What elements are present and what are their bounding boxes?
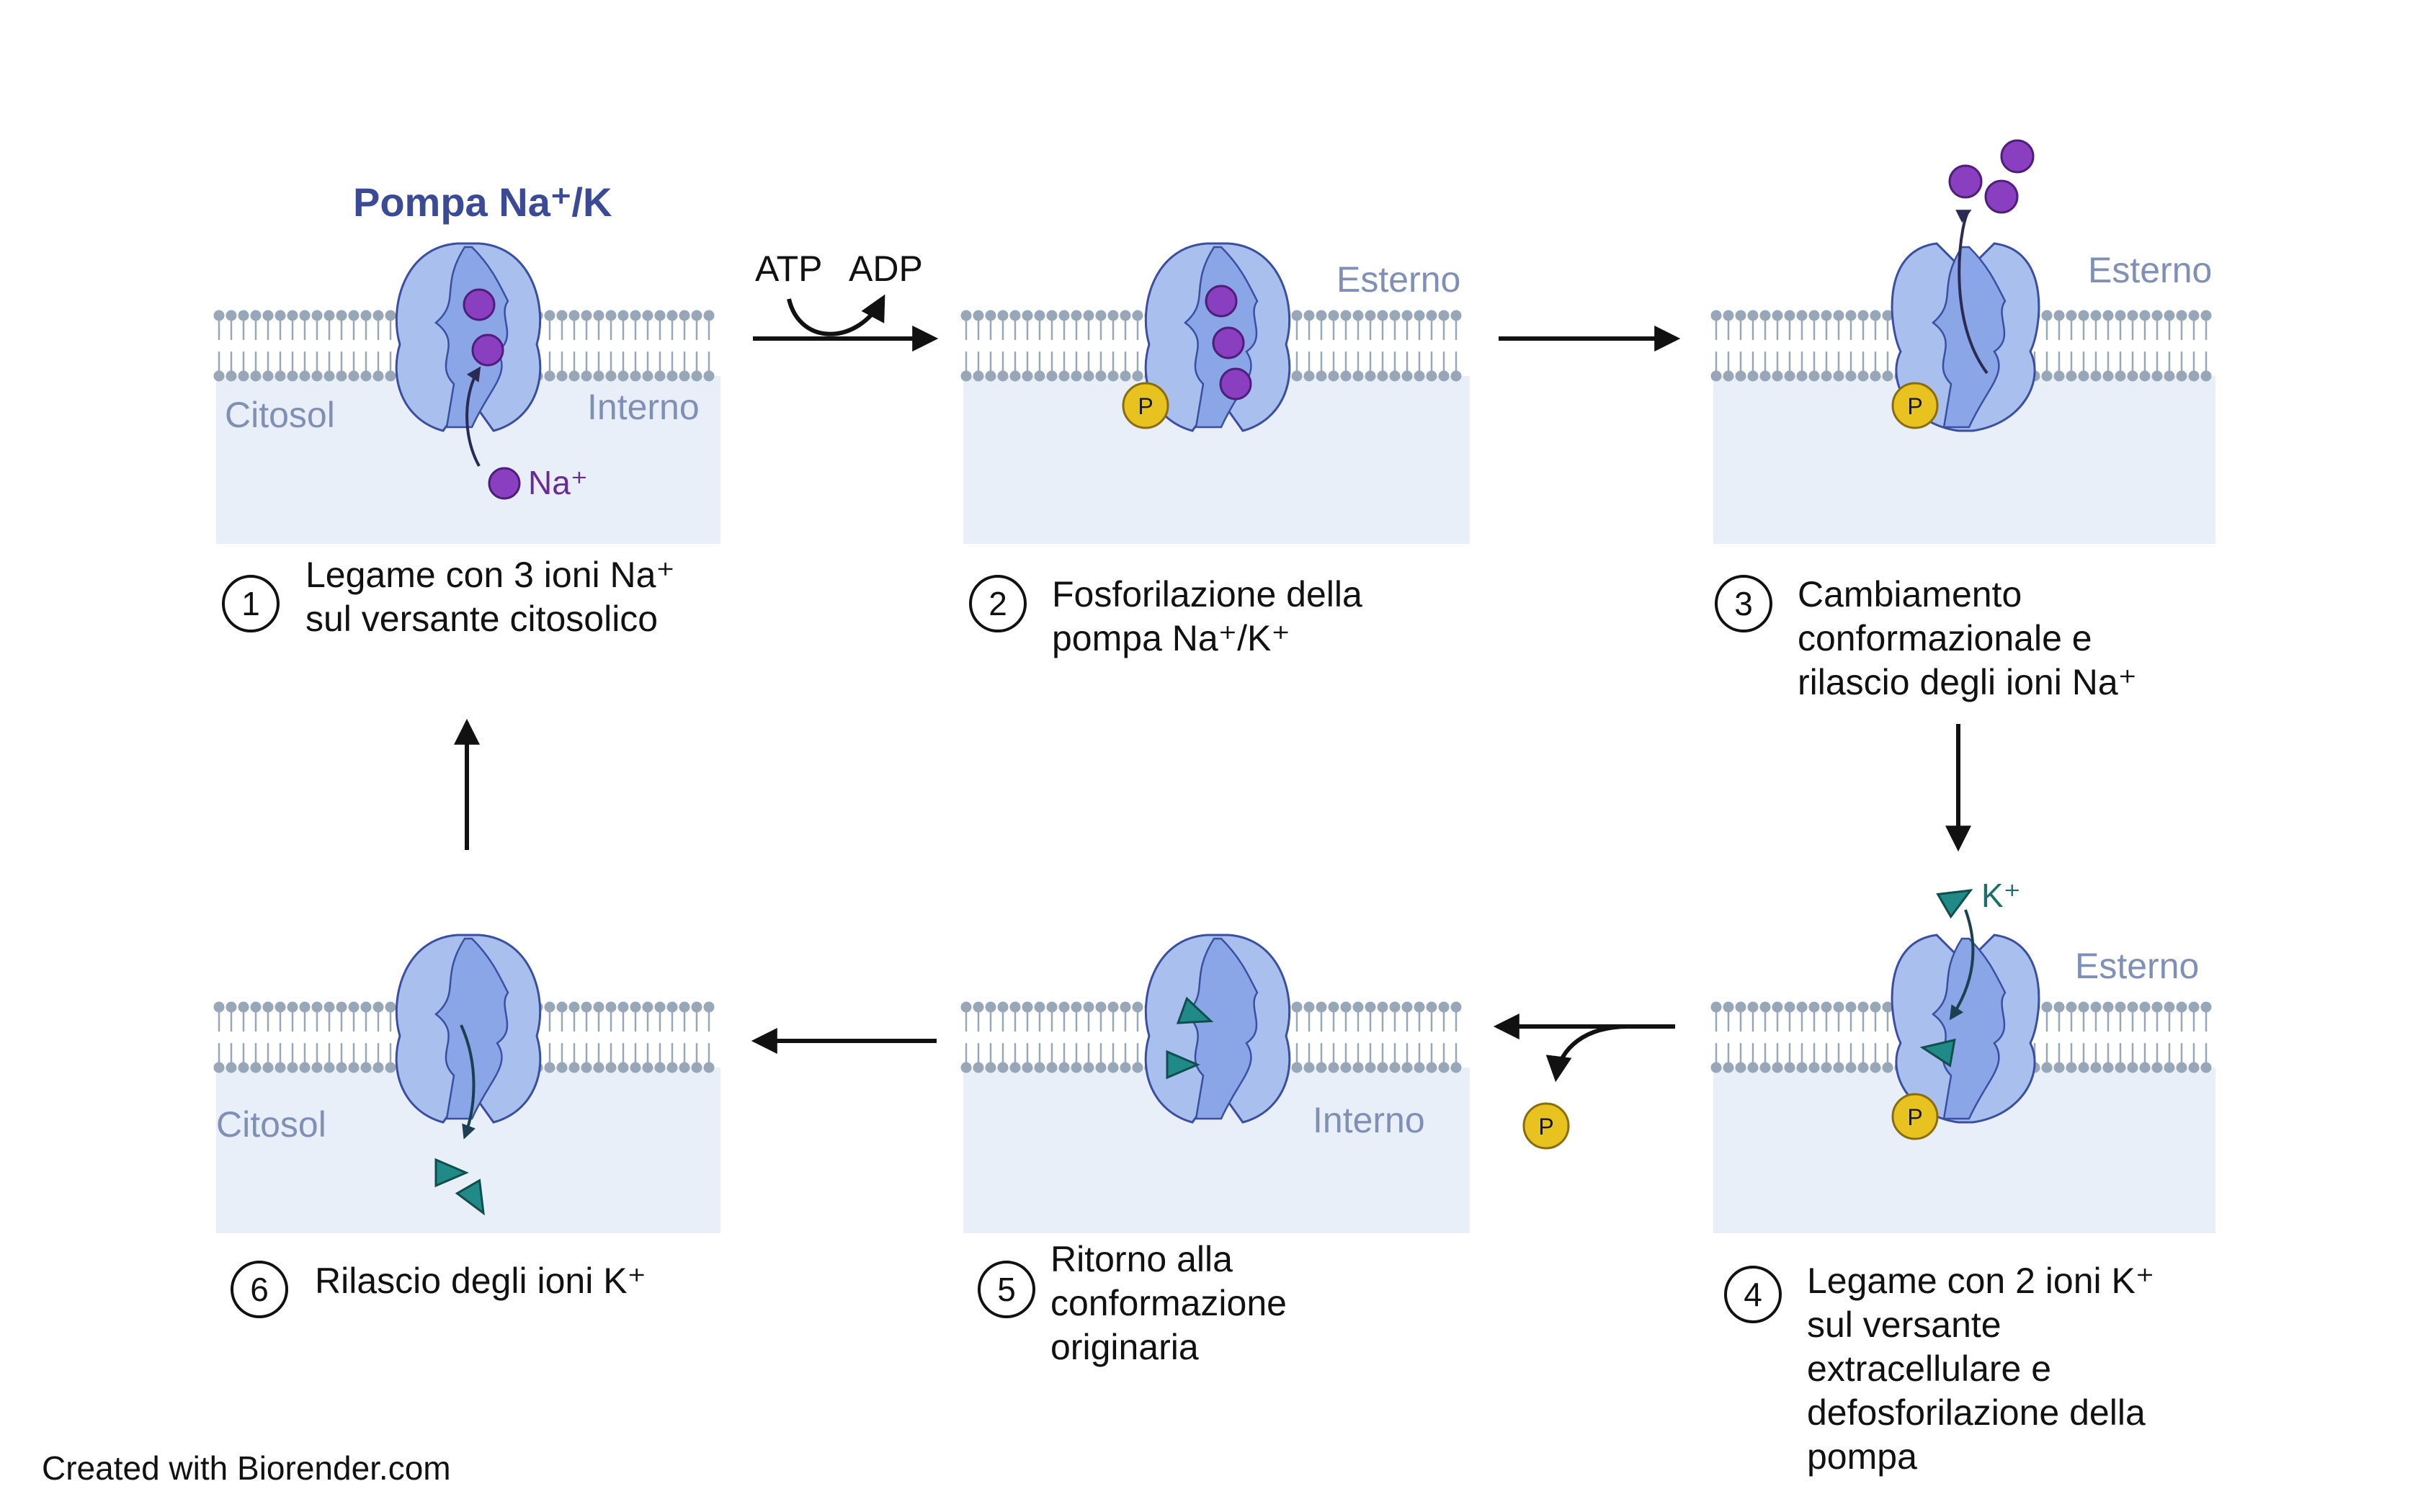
exterior-label: Esterno [1336, 259, 1460, 300]
step-caption-line: Ritorno alla [1050, 1239, 1233, 1279]
atp-to-adp-curved-arrow [787, 294, 885, 336]
atp-label: ATP [755, 249, 823, 289]
diagram-title: Pompa Na⁺/K [353, 179, 612, 225]
step-caption-line: conformazione [1050, 1283, 1287, 1323]
svg-text:P: P [1138, 393, 1153, 419]
step-caption-line: Legame con 2 ioni K⁺ [1807, 1261, 2154, 1301]
step-caption-line: Rilascio degli ioni K⁺ [315, 1261, 646, 1301]
step-6-number-badge [231, 1261, 288, 1318]
step-number: 4 [1744, 1276, 1762, 1313]
biorender-credit: Created with Biorender.com [42, 1449, 451, 1487]
step-caption-line: conformazionale e [1798, 618, 2092, 658]
step-caption-line: Cambiamento [1798, 574, 2022, 614]
step-caption-line: pompa Na⁺/K⁺ [1052, 618, 1290, 658]
step-4-number-badge [1724, 1266, 1782, 1323]
interior-label: Interno [1313, 1100, 1425, 1140]
step-caption-line: sul versante citosolico [305, 599, 658, 639]
svg-text:P: P [1907, 1104, 1922, 1130]
step-caption-line: extracellulare e [1807, 1348, 2051, 1389]
step-caption-line: Legame con 3 ioni Na⁺ [305, 555, 675, 595]
step-number: 3 [1734, 585, 1753, 622]
step-caption-line: Fosforilazione della [1052, 574, 1362, 614]
sodium-ion-label: Na⁺ [528, 464, 588, 501]
adp-label: ADP [849, 249, 923, 289]
released-sodium-ions [1948, 139, 2035, 214]
step-number: 2 [988, 585, 1007, 622]
step-2-number-badge [969, 575, 1027, 632]
step-number: 6 [250, 1271, 269, 1308]
interior-label: Interno [587, 387, 700, 427]
step-5-number-badge [978, 1261, 1035, 1318]
step-5-panel: Interno 5 Ritorno allaconformazioneorigina… [960, 934, 1470, 1367]
potassium-ion-label: K⁺ [1981, 877, 2021, 914]
released-phosphate: P [1522, 1102, 1570, 1150]
step-caption-line: defosforilazione della [1807, 1392, 2146, 1433]
step-number: 5 [997, 1271, 1016, 1308]
phosphate-release-arrow [1545, 1024, 1629, 1083]
step-caption-line: rilascio degli ioni Na⁺ [1798, 662, 2137, 702]
step-caption-line: originaria [1050, 1327, 1199, 1367]
exterior-label: Esterno [2075, 946, 2199, 986]
exterior-label: Esterno [2088, 250, 2212, 290]
cytosol-label: Citosol [216, 1104, 326, 1145]
step-number: 1 [241, 585, 260, 622]
step-6-panel: Citosol 6 Rilascio degli ioni K⁺ [213, 934, 720, 1318]
svg-text:P: P [1538, 1114, 1553, 1140]
step-1-number-badge [222, 575, 280, 632]
step-3-number-badge [1715, 575, 1772, 632]
svg-text:P: P [1907, 393, 1922, 419]
step-caption-line: pompa [1807, 1436, 1917, 1477]
step-4-panel: Esterno K⁺ P 4 Legame con 2 ioni K⁺sul versa… [1710, 877, 2215, 1477]
step-caption-line: sul versante [1807, 1305, 2001, 1345]
cytosol-label: Citosol [225, 395, 335, 435]
